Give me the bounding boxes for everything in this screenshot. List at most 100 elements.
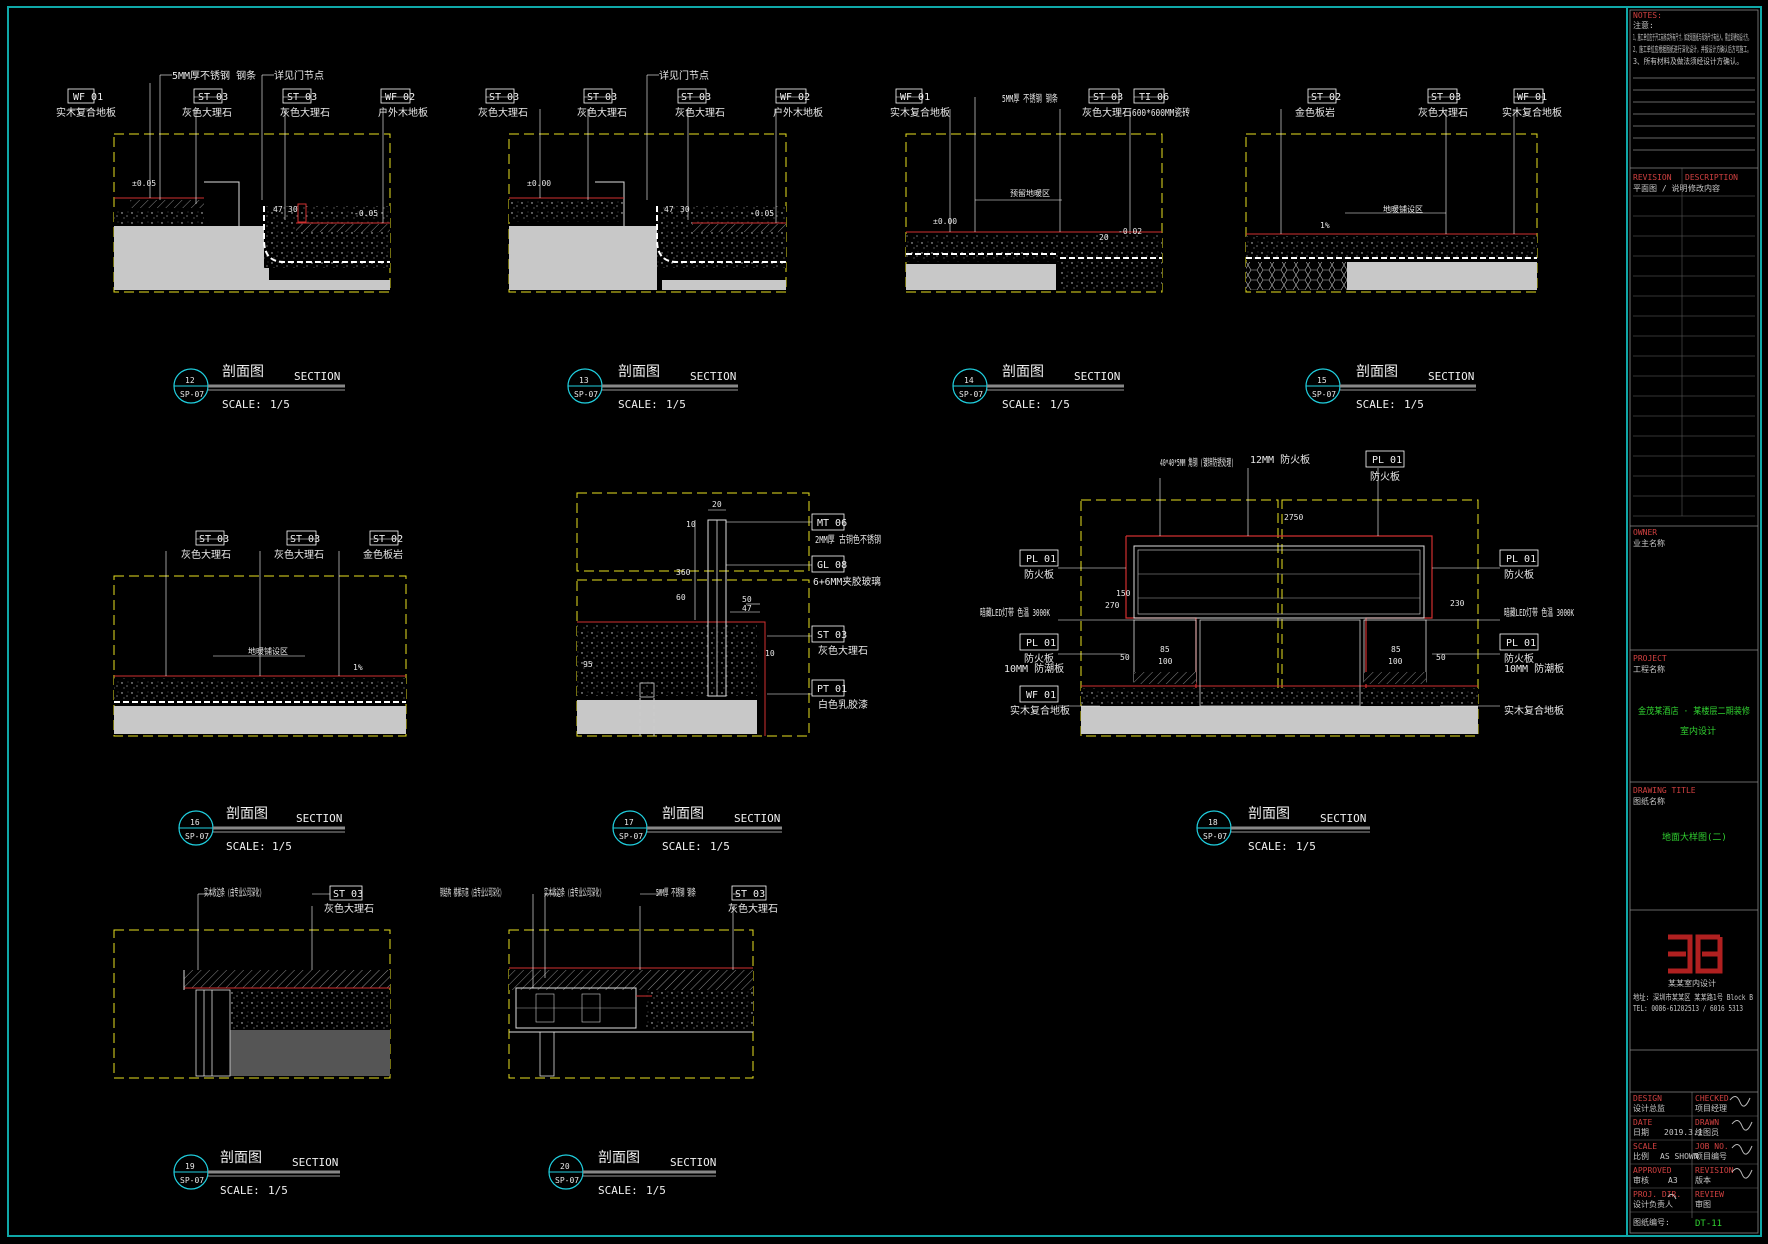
s18-dim-1: 270 <box>1105 601 1120 610</box>
svg-text:1/5: 1/5 <box>1296 840 1316 853</box>
svg-text:审核: 审核 <box>1633 1175 1649 1185</box>
s18-dim-7: 100 <box>1388 657 1403 666</box>
s18-dim-2: 85 <box>1160 645 1170 654</box>
s16-note-3: 金色板岩 <box>363 548 403 561</box>
section-18-frame-left <box>1080 499 1279 737</box>
s13-note-3: 详见门节点 <box>659 69 709 82</box>
s17-tag-1: MT 06 <box>817 518 847 529</box>
note-3: 3、所有材料及做法须经设计方确认。 <box>1633 56 1743 66</box>
company-address: 地址: 深圳市某某区 某某路1号 Block B <box>1633 992 1753 1002</box>
svg-text:15: 15 <box>1317 376 1327 385</box>
svg-text:JOB NO.: JOB NO. <box>1695 1142 1729 1151</box>
company-name: 某某室内设计 <box>1668 978 1716 988</box>
s17-dim-6: 95 <box>583 660 593 669</box>
svg-text:SCALE:: SCALE: <box>618 398 658 411</box>
section-17-labels: MT 06 2MM厚 古铜色不锈钢 GL 08 6+6MM夹胶玻璃 ST 03 … <box>583 500 881 711</box>
s20-note-4: 灰色大理石 <box>728 902 778 915</box>
s18-dim-6: 85 <box>1391 645 1401 654</box>
svg-text:比例: 比例 <box>1633 1151 1649 1161</box>
s20-note-1: 钢结构 楼梯示意 (由专业公司深化) <box>440 886 502 899</box>
svg-text:日期: 日期 <box>1633 1128 1649 1137</box>
svg-text:剖面图: 剖面图 <box>598 1150 640 1166</box>
s14-note-2: 5MM厚 不锈钢 钢条 <box>1002 92 1058 105</box>
s16-tag-3: ST 02 <box>373 534 403 545</box>
svg-text:1/5: 1/5 <box>1050 398 1070 411</box>
svg-text:SECTION: SECTION <box>734 812 780 825</box>
svg-text:SCALE:: SCALE: <box>226 840 266 853</box>
revision-row-1: 平面图 / 说明 <box>1633 183 1687 193</box>
svg-text:SP-07: SP-07 <box>185 832 209 841</box>
notes-subheading: 注意: <box>1633 20 1654 30</box>
svg-text:REVISION: REVISION <box>1695 1166 1734 1175</box>
s15-note-3: 实木复合地板 <box>1502 106 1562 119</box>
svg-text:项目编号: 项目编号 <box>1695 1151 1727 1161</box>
s15-tag-2: ST 03 <box>1431 92 1461 103</box>
svg-text:剖面图: 剖面图 <box>1002 364 1044 380</box>
drawing-no-label: 图纸编号: <box>1633 1217 1670 1227</box>
revision-table <box>1633 168 1755 517</box>
s18-dim-4: 150 <box>1116 589 1131 598</box>
project-type: 室内设计 <box>1680 725 1716 737</box>
s13-note-4: 灰色大理石 <box>675 106 725 119</box>
s13-dim-4: 30 <box>680 205 690 214</box>
s12-dim-3: 47 <box>273 205 283 214</box>
project-subheading: 工程名称 <box>1633 664 1665 674</box>
revision-row-2: 修改内容 <box>1688 183 1720 193</box>
svg-text:1/5: 1/5 <box>268 1184 288 1197</box>
s12-note-3: 灰色大理石 <box>182 106 232 119</box>
svg-text:SP-07: SP-07 <box>180 1176 204 1185</box>
s18-wf-right: 实木复合地板 <box>1504 704 1564 717</box>
section-13-frame <box>508 133 787 293</box>
svg-text:1/5: 1/5 <box>1404 398 1424 411</box>
s17-dim-3: 50 <box>742 595 752 604</box>
section-16 <box>113 530 407 737</box>
s18-dim-top: 2750 <box>1284 513 1303 522</box>
svg-text:SP-07: SP-07 <box>1312 390 1336 399</box>
s17-note-1: 2MM厚 古铜色不锈钢 <box>815 533 881 546</box>
svg-text:SCALE:: SCALE: <box>1248 840 1288 853</box>
svg-text:版本: 版本 <box>1695 1175 1711 1185</box>
s17-tag-3: ST 03 <box>817 630 847 641</box>
s17-note-2: 6+6MM夹胶玻璃 <box>813 575 881 588</box>
sign-row-3: SCALE 比例 AS SHOWN JOB NO. 项目编号 <box>1630 1142 1758 1165</box>
s16-tag-2: ST 03 <box>290 534 320 545</box>
title-marker-16: 16 SP-07 剖面图 SECTION SCALE: 1/5 <box>178 806 345 853</box>
s14-dim-3: 20 <box>1099 233 1109 242</box>
note-1: 1、施工单位应于开工前核实所有尺寸，如发现图纸与现场尺寸有出入，需立即通知设计方… <box>1633 32 1751 42</box>
title-marker-18: 18 SP-07 剖面图 SECTION SCALE: 1/5 <box>1196 806 1370 853</box>
s17-dim-8: 60 <box>676 593 686 602</box>
svg-text:剖面图: 剖面图 <box>618 364 660 380</box>
s14-tag-4: TI 06 <box>1139 92 1169 103</box>
s16-note-1: 灰色大理石 <box>181 548 231 561</box>
svg-text:CHECKED: CHECKED <box>1695 1094 1729 1103</box>
s13-tag-1: ST 03 <box>489 92 519 103</box>
svg-text:SCALE:: SCALE: <box>598 1184 638 1197</box>
s18-note-1: 40*40*5MM 角钢 (镀锌防锈处理) <box>1160 456 1234 469</box>
s14-note-1: 实木复合地板 <box>890 106 950 119</box>
svg-text:剖面图: 剖面图 <box>662 806 704 822</box>
section-19 <box>113 885 391 1079</box>
section-15-labels: ST 02 金色板岩 ST 03 灰色大理石 WF 01 实木复合地板 1% 地… <box>1295 92 1562 230</box>
s18-plywood-left: 10MM 防潮板 <box>1004 662 1064 675</box>
s17-dim-4: 47 <box>742 604 752 613</box>
s18-tag-6: PL 01 <box>1506 554 1536 565</box>
svg-text:设计总监: 设计总监 <box>1633 1103 1665 1113</box>
svg-text:SCALE:: SCALE: <box>1002 398 1042 411</box>
project-name: 金茂某酒店 · 某楼层二期装修 <box>1638 705 1750 717</box>
svg-text:12: 12 <box>185 376 195 385</box>
title-marker-17: 17 SP-07 剖面图 SECTION SCALE: 1/5 <box>612 806 782 853</box>
sign-row-1: DESIGN 设计总监 CHECKED 项目经理 <box>1630 1094 1758 1117</box>
svg-text:剖面图: 剖面图 <box>1356 364 1398 380</box>
svg-text:1/5: 1/5 <box>710 840 730 853</box>
svg-text:16: 16 <box>190 818 200 827</box>
drawing-title: 地面大样图(二) <box>1662 831 1727 843</box>
s14-dim-2: -0.02 <box>1118 227 1142 236</box>
s17-dim-2: 10 <box>686 520 696 529</box>
s12-dim-1: ±0.05 <box>132 179 156 188</box>
s20-note-2: 实木收边条 (由专业公司深化) <box>544 886 602 899</box>
title-marker-20: 20 SP-07 剖面图 SECTION SCALE: 1/5 <box>548 1150 716 1197</box>
svg-text:SP-07: SP-07 <box>555 1176 579 1185</box>
title-marker-15: 15 SP-07 剖面图 SECTION SCALE: 1/5 <box>1305 364 1476 411</box>
svg-text:14: 14 <box>964 376 974 385</box>
